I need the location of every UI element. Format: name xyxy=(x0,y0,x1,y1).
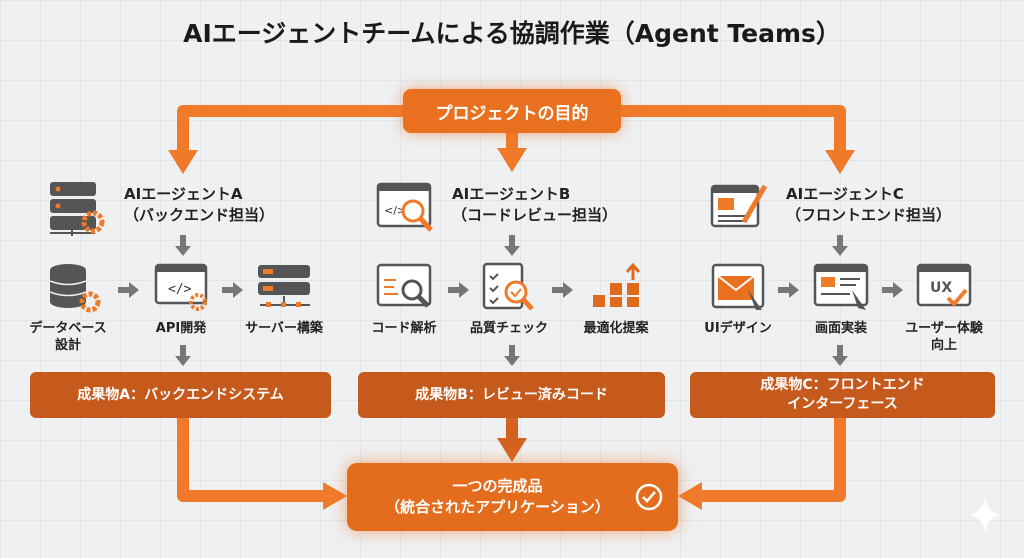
diagram-title: AIエージェントチームによる協調作業（Agent Teams） xyxy=(183,19,841,48)
sparkle-icon xyxy=(970,498,1000,532)
task-label: API開発 xyxy=(155,321,207,336)
api-code-icon: </> xyxy=(154,263,208,311)
task-label: 品質チェック xyxy=(469,321,548,336)
ui-design-brush-icon xyxy=(710,184,768,228)
task-label: コード解析 xyxy=(371,321,437,336)
task-label: ユーザー体験 向上 xyxy=(905,321,983,353)
optimization-chart-icon xyxy=(593,262,641,307)
project-goal-box: プロジェクトの目的 xyxy=(403,89,621,133)
agent-role: （コードレビュー担当） xyxy=(452,206,618,224)
result-a-box: 成果物A：バックエンドシステム xyxy=(30,372,331,418)
final-title: 一つの完成品 xyxy=(452,477,543,495)
agent-a-title: AIエージェントA （バックエンド担当） xyxy=(124,184,274,226)
task-label: 最適化提案 xyxy=(583,321,649,336)
task-label: 画面実装 xyxy=(814,321,867,336)
final-product-box: 一つの完成品 （統合されたアプリケーション） xyxy=(347,463,678,531)
final-subtitle: （統合されたアプリケーション） xyxy=(385,498,610,516)
gray-arrows xyxy=(118,235,903,366)
ui-design-icon xyxy=(711,263,765,310)
arrow-goal-to-a xyxy=(177,105,403,152)
screen-implementation-icon xyxy=(813,263,869,310)
agent-role: （フロントエンド担当） xyxy=(786,206,952,224)
arrow-a-to-final xyxy=(177,418,325,502)
agent-name: AIエージェントC xyxy=(786,185,904,203)
task-label: UIデザイン xyxy=(704,321,772,336)
svg-text:</>: </> xyxy=(384,204,406,217)
svg-text:UX: UX xyxy=(930,280,952,296)
ux-check-icon: UX xyxy=(916,263,972,307)
arrow-goal-to-c xyxy=(621,105,846,152)
database-gear-icon xyxy=(49,264,101,313)
result-c-box: 成果物C：フロントエンド インターフェース xyxy=(690,372,995,418)
quality-check-icon xyxy=(482,262,534,311)
agent-c-title: AIエージェントC （フロントエンド担当） xyxy=(786,184,951,226)
check-circle-icon xyxy=(635,483,663,511)
arrow-c-to-final xyxy=(700,418,846,502)
agent-role: （バックエンド担当） xyxy=(124,206,275,224)
server-build-icon xyxy=(258,265,310,307)
result-b-box: 成果物B：レビュー済みコード xyxy=(358,372,665,418)
agent-name: AIエージェントB xyxy=(452,185,571,203)
agent-b-title: AIエージェントB （コードレビュー担当） xyxy=(452,184,617,226)
code-review-magnifier-icon: </> xyxy=(376,182,433,232)
task-label: データベース 設計 xyxy=(29,321,107,353)
svg-text:</>: </> xyxy=(168,282,192,297)
agent-name: AIエージェントA xyxy=(124,185,243,203)
server-gear-icon xyxy=(50,182,105,236)
task-label: サーバー構築 xyxy=(245,321,323,336)
code-analysis-icon xyxy=(376,263,432,308)
